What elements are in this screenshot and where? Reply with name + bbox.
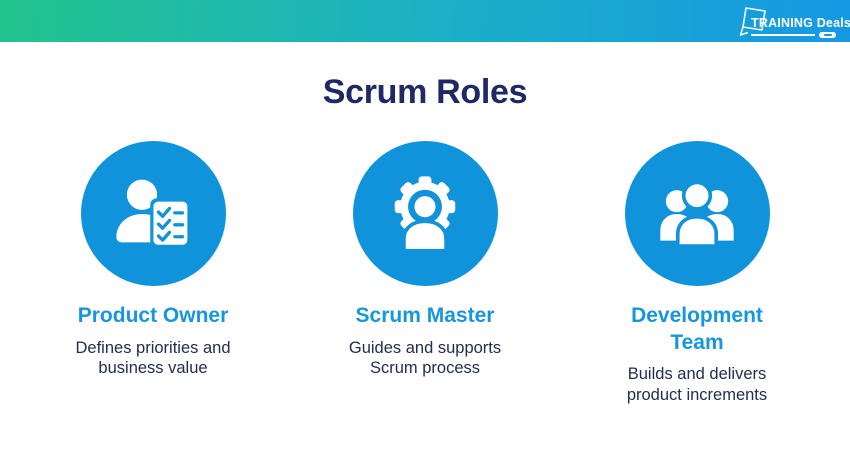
role-description: Defines priorities and business value — [75, 338, 231, 378]
role-description: Guides and supports Scrum process — [348, 338, 502, 378]
logo-underline-line — [751, 34, 815, 36]
role-circle — [352, 141, 498, 286]
people-group-icon — [660, 180, 734, 248]
logo-mark-icon — [739, 7, 766, 36]
person-gear-icon — [394, 175, 456, 252]
role-description: Builds and delivers product increments — [626, 365, 768, 405]
header-bar: TRAINING Deals — [0, 0, 850, 42]
role-column-development-team: Development Team Builds and delivers pro… — [587, 141, 807, 406]
brand-text: TRAINING Deals — [751, 16, 850, 30]
role-name: Scrum Master — [355, 304, 495, 327]
role-circle — [624, 141, 770, 286]
role-name: Product Owner — [77, 304, 229, 327]
brand-suffix: Deals — [816, 16, 850, 30]
roles-row: Product Owner Defines priorities and bus… — [0, 141, 850, 406]
role-column-scrum-master: Scrum Master Guides and supports Scrum p… — [315, 141, 535, 406]
page-title: Scrum Roles — [322, 73, 528, 111]
role-circle — [80, 141, 226, 286]
logo-underline — [751, 32, 836, 38]
role-column-product-owner: Product Owner Defines priorities and bus… — [43, 141, 263, 406]
brand-name: TRAINING — [751, 16, 814, 30]
role-name: Development Team — [631, 304, 763, 354]
brand-logo: TRAINING Deals — [739, 5, 850, 39]
person-checklist-icon — [116, 179, 191, 248]
logo-pill-icon — [819, 32, 836, 38]
